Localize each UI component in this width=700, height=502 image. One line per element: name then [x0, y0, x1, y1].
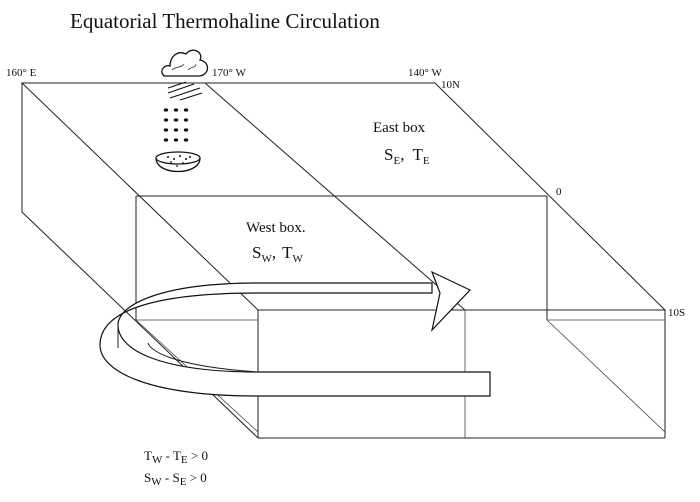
box-left-bottom-edge — [21, 211, 259, 439]
rain-icon — [163, 81, 203, 142]
circulation-ribbon — [99, 282, 491, 397]
west-box-label: West box. — [246, 220, 306, 236]
west-box-salinity-temperature: SW,TW — [252, 243, 304, 265]
ribbon-inner-curve — [147, 342, 259, 373]
relation-salinity: SW - SE > 0 — [144, 470, 207, 488]
east-box-label: East box — [373, 120, 426, 136]
diagram-title: Equatorial Thermohaline Circulation — [70, 9, 380, 33]
east-box-salinity-temperature: SE,TE — [384, 145, 430, 167]
longitude-label-160e: 160° E — [6, 67, 37, 79]
circulation-arrowhead — [430, 270, 472, 332]
longitude-label-170w: 170° W — [212, 67, 246, 79]
latitude-label-10n: 10N — [441, 79, 460, 91]
inner-diagonal-east — [546, 319, 666, 433]
cloud-icon — [161, 49, 209, 77]
longitude-label-140w: 140° W — [408, 67, 442, 79]
evaporation-bowl-icon — [155, 151, 201, 172]
relation-temperature: TW - TE > 0 — [144, 448, 208, 466]
latitude-label-0: 0 — [556, 186, 562, 198]
circulation-arrow — [99, 270, 491, 397]
ocean-box-wireframe — [20, 82, 667, 439]
latitude-label-10s: 10S — [668, 307, 685, 319]
